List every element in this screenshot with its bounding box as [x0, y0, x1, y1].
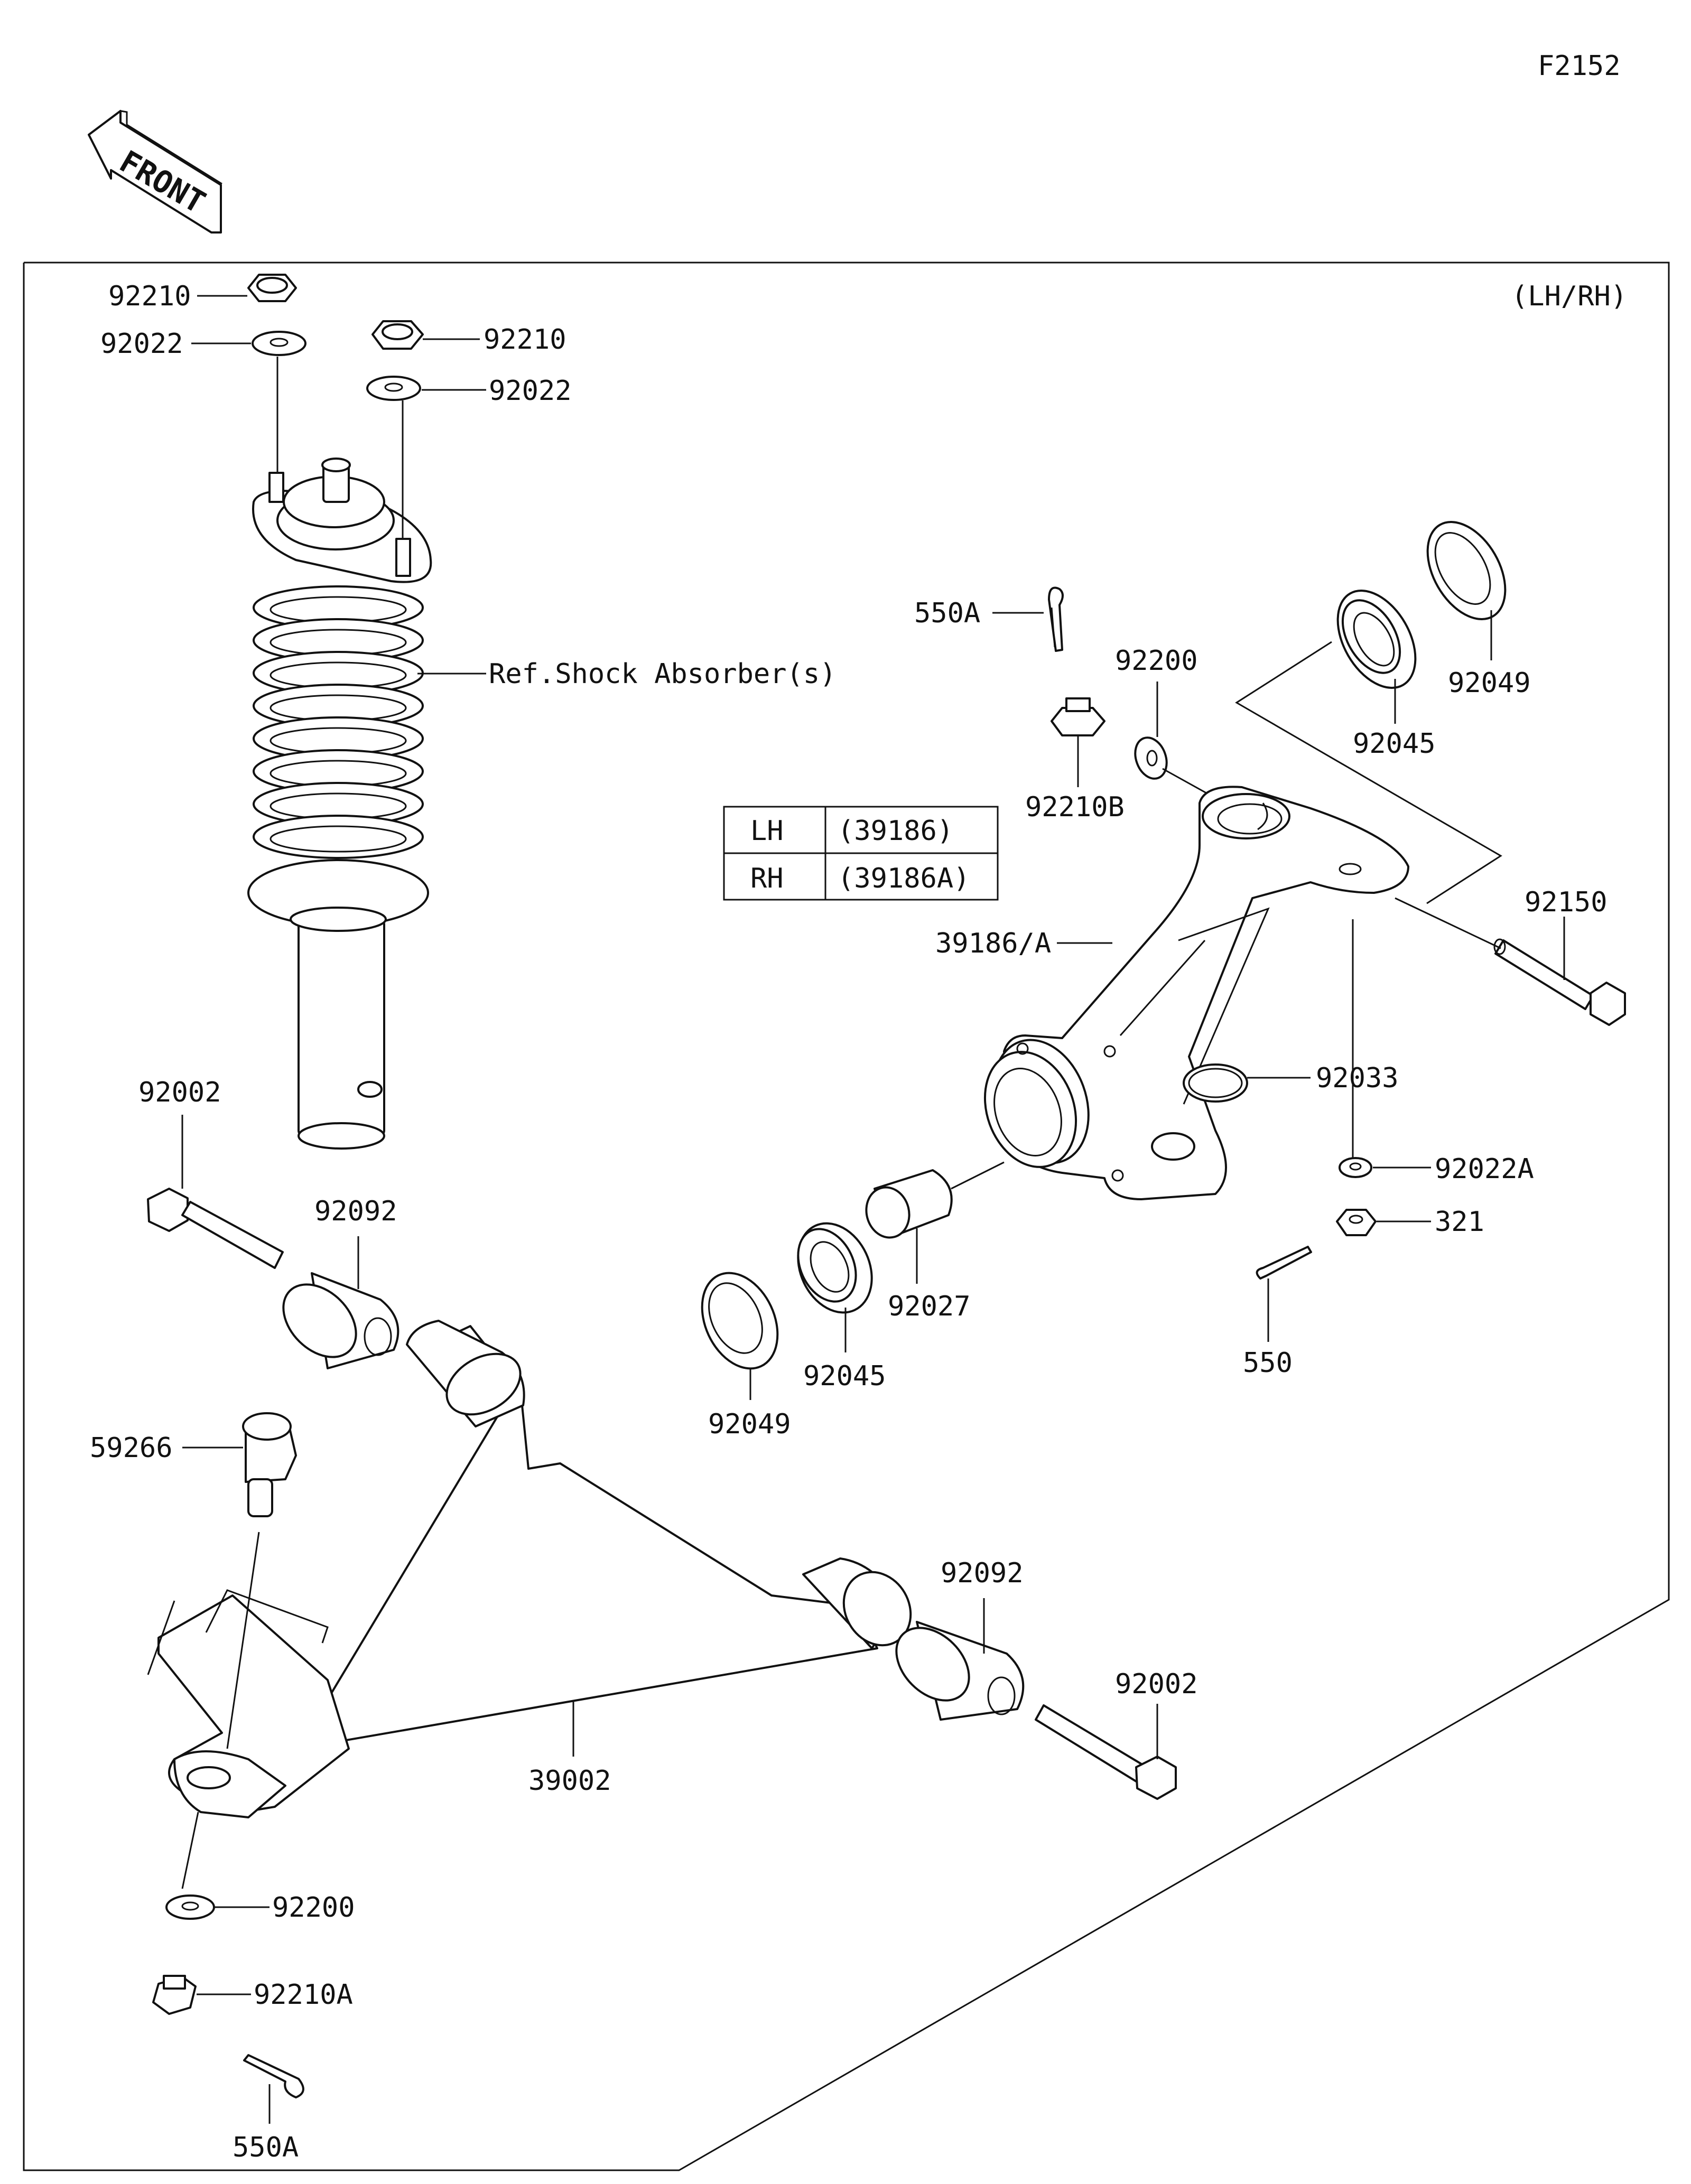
callout-ball-joint: 59266: [90, 1432, 173, 1464]
callout-bolt-right: 92002: [1115, 1668, 1198, 1700]
a-arm-39002: [147, 1320, 912, 1818]
nut-92210-left: [247, 274, 297, 302]
callout-nut-top-right: 92210: [484, 324, 566, 356]
callout-bearing-upper: 92045: [1353, 728, 1436, 760]
cotter-pin-550a-arm: [243, 2054, 304, 2098]
callout-washer-arm: 92200: [272, 1892, 355, 1924]
callout-washer-top-right: 92022: [489, 375, 572, 407]
callout-washer-lower-knuckle: 92022A: [1435, 1153, 1534, 1185]
table-row-lh-side: LH: [750, 815, 784, 847]
callout-bolt-left: 92002: [138, 1077, 221, 1108]
callout-washer-top-left: 92022: [100, 328, 183, 360]
callout-nut-top-left: 92210: [108, 281, 191, 312]
washer-92022-left: [252, 331, 306, 356]
callout-knuckle: 39186/A: [935, 928, 1051, 959]
bolt-92150: [1493, 938, 1626, 1026]
table-row-lh-part: (39186): [838, 815, 953, 847]
bushing-92092-right: [895, 1621, 1025, 1721]
castle-nut-92210a: [152, 1975, 197, 2015]
shock-absorber: [247, 458, 432, 1150]
front-arrow-icon: FRONT: [88, 110, 222, 234]
figure-code: F2152: [1538, 50, 1621, 82]
table-row-rh-part: (39186A): [838, 863, 970, 894]
callout-seal-lower: 92049: [708, 1408, 791, 1440]
ref-shock-absorber-label: Ref.Shock Absorber(s): [489, 658, 836, 690]
callout-bushing-left: 92092: [314, 1196, 397, 1227]
callout-bolt-knuckle: 92150: [1525, 886, 1608, 918]
ball-joint-59266: [242, 1412, 297, 1517]
bearing-92045-lower: [797, 1222, 873, 1314]
washer-92022-right: [366, 376, 421, 401]
steering-knuckle-39186: [983, 786, 1409, 1200]
spacer-92027: [865, 1169, 953, 1239]
castle-nut-92210b: [1051, 697, 1105, 736]
callout-bushing-right: 92092: [941, 1557, 1024, 1589]
circlip-92033: [1183, 1063, 1248, 1103]
callout-seal-upper: 92049: [1448, 667, 1531, 699]
spring-coil: [253, 815, 424, 859]
nut-321: [1336, 1209, 1377, 1236]
callout-cotter-pin-upper: 550A: [914, 598, 980, 629]
callout-circlip: 92033: [1316, 1062, 1399, 1094]
bearing-92045-upper: [1336, 590, 1417, 689]
nut-92210-right: [371, 320, 424, 350]
bolt-92002-right: [1035, 1704, 1177, 1800]
seal-92049-lower: [701, 1272, 779, 1370]
washer-92022a: [1339, 1157, 1372, 1178]
callout-castle-nut-knuckle: 92210B: [1025, 791, 1125, 823]
spring-coil-inner: [270, 825, 407, 853]
washer-92200-knuckle: [1134, 736, 1168, 780]
callout-bearing-lower: 92045: [803, 1360, 886, 1392]
bolt-92002-left: [147, 1188, 284, 1269]
callout-a-arm: 39002: [528, 1765, 611, 1797]
callout-castle-nut-arm: 92210A: [254, 1979, 353, 2011]
callout-nut-lower-knuckle: 321: [1435, 1206, 1484, 1238]
diagram-frame: [23, 262, 1670, 2171]
callout-cotter-pin-lower: 550: [1243, 1347, 1293, 1379]
callout-cotter-pin-arm: 550A: [233, 2132, 299, 2163]
cotter-pin-550a-upper: [1048, 586, 1064, 652]
bushing-92092-left: [282, 1272, 399, 1369]
washer-92200-arm: [165, 1894, 215, 1920]
seal-92049-upper: [1426, 521, 1507, 620]
lhrh-table: LH (39186) RH (39186A): [723, 806, 999, 901]
callout-washer-knuckle: 92200: [1115, 645, 1198, 677]
table-row-rh-side: RH: [750, 863, 784, 894]
cotter-pin-550: [1256, 1246, 1312, 1280]
callout-spacer: 92027: [888, 1291, 971, 1322]
variant-note: (LH/RH): [1511, 281, 1627, 312]
